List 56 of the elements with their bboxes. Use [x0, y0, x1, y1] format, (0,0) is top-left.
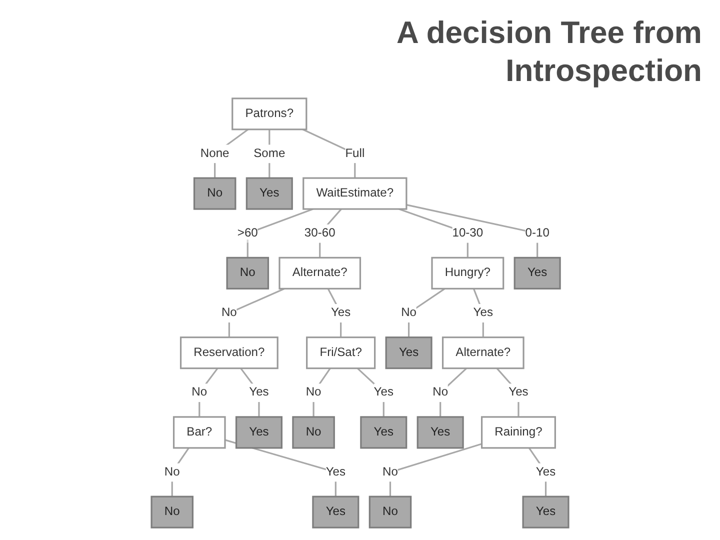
edge-label: No	[401, 306, 417, 320]
title: A decision Tree from Introspection	[396, 14, 702, 90]
connector	[406, 204, 538, 258]
edge-label: 0-10	[525, 226, 550, 240]
node-box: Yes	[312, 496, 360, 528]
connector	[389, 443, 482, 497]
node-box: Raining?	[481, 416, 556, 449]
node-box: Patrons?	[232, 98, 308, 130]
node-box: Yes	[522, 496, 570, 528]
node-box: Yes	[360, 416, 408, 449]
connector	[302, 128, 356, 178]
edge-label: Yes	[249, 385, 269, 399]
connector	[312, 368, 331, 417]
node-box: No	[226, 256, 270, 290]
node-box: No	[150, 496, 194, 528]
edge-label: Yes	[508, 385, 528, 399]
edge-label: No	[432, 385, 448, 399]
edge-label: No	[164, 464, 180, 478]
edge-label: Full	[345, 146, 365, 160]
connector	[171, 447, 190, 497]
edge-label: No	[192, 385, 208, 399]
connector	[356, 368, 384, 417]
node-box: Yes	[416, 416, 464, 449]
connector	[528, 447, 547, 497]
connector	[496, 368, 520, 417]
edge-label: Yes	[374, 385, 394, 399]
node-box: Yes	[235, 416, 282, 449]
edge-label: Yes	[326, 464, 346, 478]
node-box: No	[292, 416, 335, 449]
node-box: Alternate?	[278, 256, 362, 290]
edge-label: None	[200, 146, 230, 160]
edge-label: Some	[254, 146, 286, 160]
connector	[228, 288, 285, 338]
edge-label: No	[306, 385, 322, 399]
edge-label: Yes	[330, 306, 351, 320]
node-box: WaitEstimate?	[302, 177, 408, 210]
connector	[198, 368, 218, 417]
node-box: Yes	[385, 336, 432, 370]
node-box: No	[368, 496, 412, 528]
edge-label: >60	[237, 226, 258, 240]
connector	[472, 288, 484, 338]
node-box: Fri/Sat?	[306, 336, 376, 370]
edge-label: Yes	[536, 464, 556, 478]
node-box: Alternate?	[442, 336, 524, 370]
connector	[246, 208, 314, 258]
node-box: Reservation?	[180, 336, 278, 370]
edge-label: 30-60	[304, 226, 336, 240]
edge-label: Yes	[473, 306, 493, 320]
edge-label: 10-30	[452, 226, 484, 240]
edge-label: No	[382, 464, 398, 478]
node-box: Yes	[514, 256, 561, 290]
edge-label: No	[221, 306, 237, 320]
node-box: No	[193, 177, 236, 210]
node-box: Yes	[246, 177, 293, 210]
node-box: Bar?	[172, 416, 226, 449]
node-box: Hungry?	[431, 256, 504, 290]
